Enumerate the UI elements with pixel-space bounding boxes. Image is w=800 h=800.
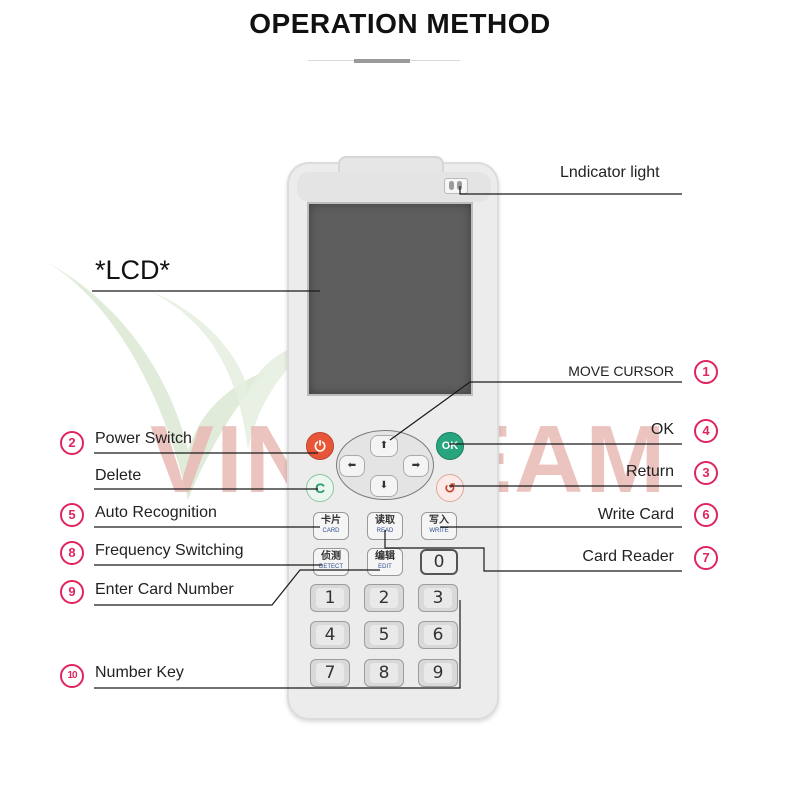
frequency-switching-label: Frequency Switching bbox=[95, 542, 244, 560]
write-card-number-badge: 6 bbox=[694, 503, 718, 527]
ok-number-badge: 4 bbox=[694, 419, 718, 443]
card-reader-label: Card Reader bbox=[520, 548, 674, 566]
leader-indicator-light bbox=[460, 186, 682, 194]
indicator-light-label: Lndicator light bbox=[560, 164, 660, 182]
number-key-label: Number Key bbox=[95, 664, 184, 682]
frequency-switching-number-badge: 8 bbox=[60, 541, 84, 565]
return-number-badge: 3 bbox=[694, 461, 718, 485]
ok-label: OK bbox=[560, 421, 674, 439]
power-switch-label: Power Switch bbox=[95, 430, 192, 448]
card-reader-number-badge: 7 bbox=[694, 546, 718, 570]
auto-recognition-label: Auto Recognition bbox=[95, 504, 217, 522]
lcd-label: *LCD* bbox=[95, 255, 170, 286]
move-cursor-label: MOVE CURSOR bbox=[500, 363, 674, 379]
delete-label: Delete bbox=[95, 467, 141, 485]
return-label: Return bbox=[560, 463, 674, 481]
auto-recognition-number-badge: 5 bbox=[60, 503, 84, 527]
enter-card-number-number-badge: 9 bbox=[60, 580, 84, 604]
move-cursor-number-badge: 1 bbox=[694, 360, 718, 384]
write-card-label: Write Card bbox=[520, 506, 674, 524]
power-switch-number-badge: 2 bbox=[60, 431, 84, 455]
number-key-number-badge: 10 bbox=[60, 664, 84, 688]
enter-card-number-label: Enter Card Number bbox=[95, 581, 234, 599]
